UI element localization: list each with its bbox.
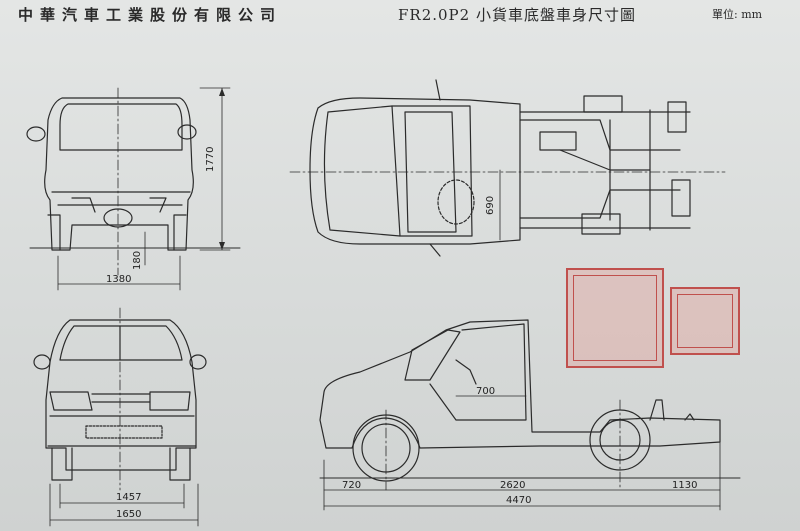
rear-view xyxy=(26,97,197,251)
dim-rear-track: 1380 xyxy=(106,274,131,285)
seal-large-inner xyxy=(573,275,657,361)
drawing-title: FR2.0P2 小貨車底盤車身尺寸圖 xyxy=(398,6,636,24)
dim-front-overhang: 720 xyxy=(342,480,361,491)
side-view xyxy=(319,319,721,482)
dim-front-width: 1650 xyxy=(116,509,141,520)
red-seal-stamp-small xyxy=(670,287,740,355)
seal-small-inner xyxy=(677,294,733,348)
company-name: 中華汽車工業股份有限公司 xyxy=(18,6,283,24)
dim-rear-height: 1770 xyxy=(205,147,216,172)
dim-door: 700 xyxy=(476,386,495,397)
dim-front-track: 1457 xyxy=(116,492,141,503)
red-seal-stamp-large xyxy=(566,268,664,368)
top-view xyxy=(309,79,691,257)
unit-label: 單位: mm xyxy=(712,8,763,21)
dim-wheelbase: 2620 xyxy=(500,480,525,491)
front-view xyxy=(33,319,207,481)
dim-overall-length: 4470 xyxy=(506,495,531,506)
dim-rear-overhang: 1130 xyxy=(672,480,697,491)
dim-frame-width: 690 xyxy=(485,196,496,215)
dim-ground-clearance: 180 xyxy=(132,251,143,270)
